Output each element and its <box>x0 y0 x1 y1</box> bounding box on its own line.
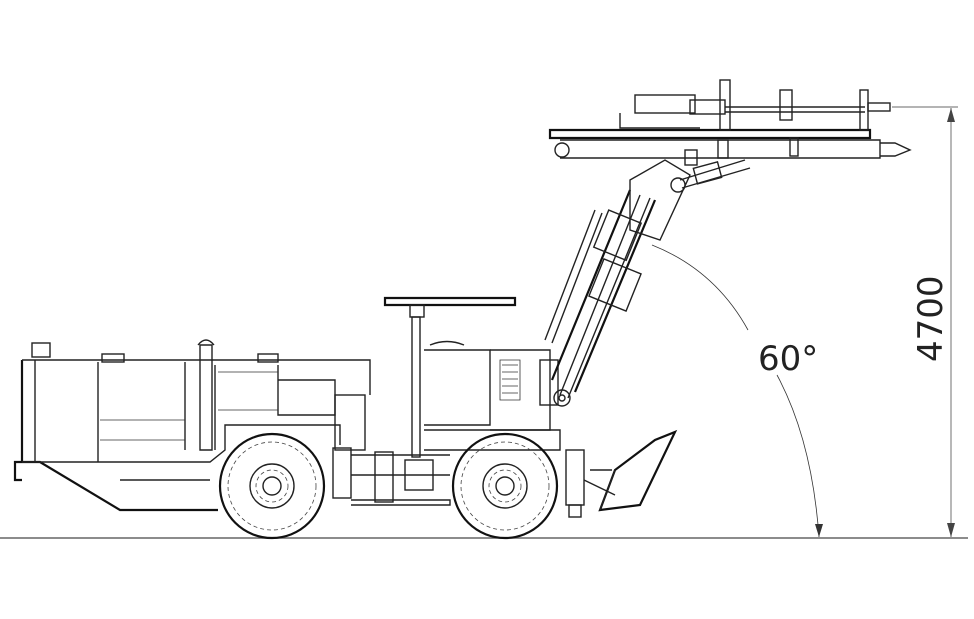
front-wheel <box>451 432 559 540</box>
rear-chassis <box>13 339 371 512</box>
front-blade <box>565 429 678 518</box>
rear-wheel <box>218 432 326 540</box>
boom-arm <box>544 159 751 407</box>
height-dimension <box>892 106 958 537</box>
height-label: 4700 <box>911 275 951 362</box>
angle-arc <box>651 244 823 538</box>
articulation-joint <box>332 394 451 506</box>
drill-feed <box>548 79 912 166</box>
canopy <box>383 296 561 458</box>
angle-label: 60° <box>758 339 818 379</box>
